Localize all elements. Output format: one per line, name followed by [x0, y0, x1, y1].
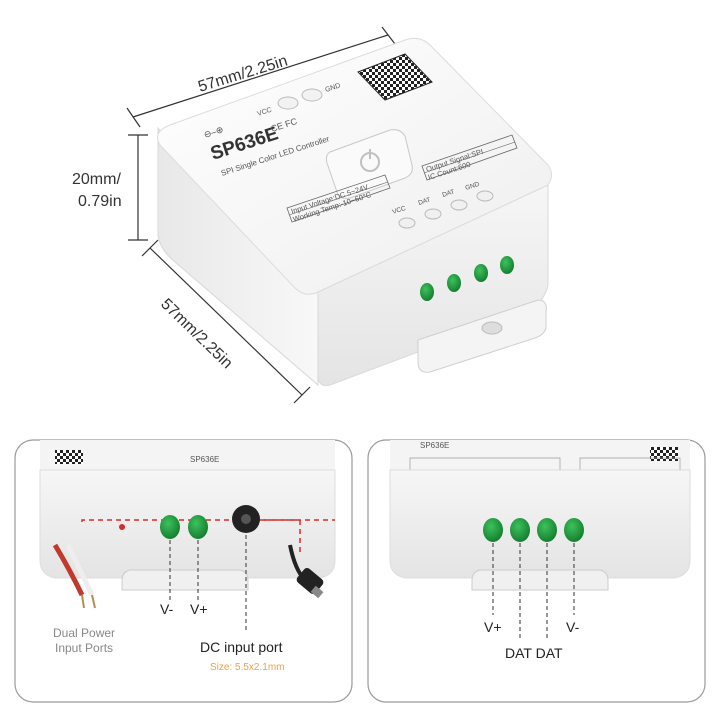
right-dat-label: DAT DAT — [505, 645, 563, 661]
right-model-name: SP636E — [420, 441, 449, 450]
port-label-vcc: VCC — [391, 205, 407, 216]
height-label-1: 20mm/ — [72, 171, 121, 188]
left-terminal-vminus — [160, 515, 180, 539]
height-label-2: 0.79in — [78, 193, 122, 210]
dc-jack-icon — [232, 505, 260, 533]
controller-device: VCC GND SP636E SPI Single Color LED Cont… — [157, 37, 552, 387]
front-terminal-2 — [447, 274, 461, 292]
top-screw-4 — [476, 190, 494, 202]
power-wires-icon — [52, 543, 96, 609]
top-indicator-2 — [301, 88, 323, 102]
top-screw-3 — [450, 199, 468, 211]
left-model-name: SP636E — [190, 455, 219, 464]
right-terminal-dat-2 — [537, 518, 557, 542]
port-label-dat-2: DAT — [441, 188, 455, 199]
right-vplus-label: V+ — [484, 619, 502, 635]
top-gnd-label: GND — [324, 82, 341, 93]
right-qr-code — [650, 447, 678, 461]
top-vcc-label: VCC — [256, 107, 272, 118]
left-detail-panel: SP636E — [14, 439, 353, 703]
depth-label: 57mm/2.25in — [157, 296, 235, 372]
dual-power-label-1: Dual Power — [53, 626, 115, 640]
dc-plug-icon — [288, 544, 324, 599]
left-vplus-label: V+ — [190, 601, 208, 617]
port-label-gnd: GND — [464, 181, 480, 192]
right-terminal-dat-1 — [510, 518, 530, 542]
dimension-height: 20mm/ 0.79in — [72, 134, 148, 241]
left-vminus-label: V- — [160, 601, 174, 617]
right-vminus-label: V- — [566, 619, 580, 635]
power-button[interactable] — [325, 129, 413, 199]
dc-port-title: DC input port — [200, 639, 283, 655]
top-indicator-1 — [277, 96, 299, 110]
right-detail-panel: SP636E V+ V- DAT DAT — [367, 439, 706, 703]
left-qr-code — [55, 450, 83, 464]
left-terminal-vplus — [188, 515, 208, 539]
port-label-dat-1: DAT — [417, 196, 431, 207]
top-screw-1 — [398, 217, 416, 229]
dc-port-size: Size: 5.5x2.1mm — [210, 662, 284, 673]
front-terminal-3 — [474, 264, 488, 282]
dual-power-label-2: Input Ports — [55, 641, 113, 655]
right-terminal-vminus — [564, 518, 584, 542]
front-terminal-4 — [500, 256, 514, 274]
qr-code — [357, 53, 433, 101]
front-terminal-1 — [420, 283, 434, 301]
mounting-tab — [417, 299, 547, 373]
right-terminal-vplus — [483, 518, 503, 542]
top-screw-2 — [424, 208, 442, 220]
